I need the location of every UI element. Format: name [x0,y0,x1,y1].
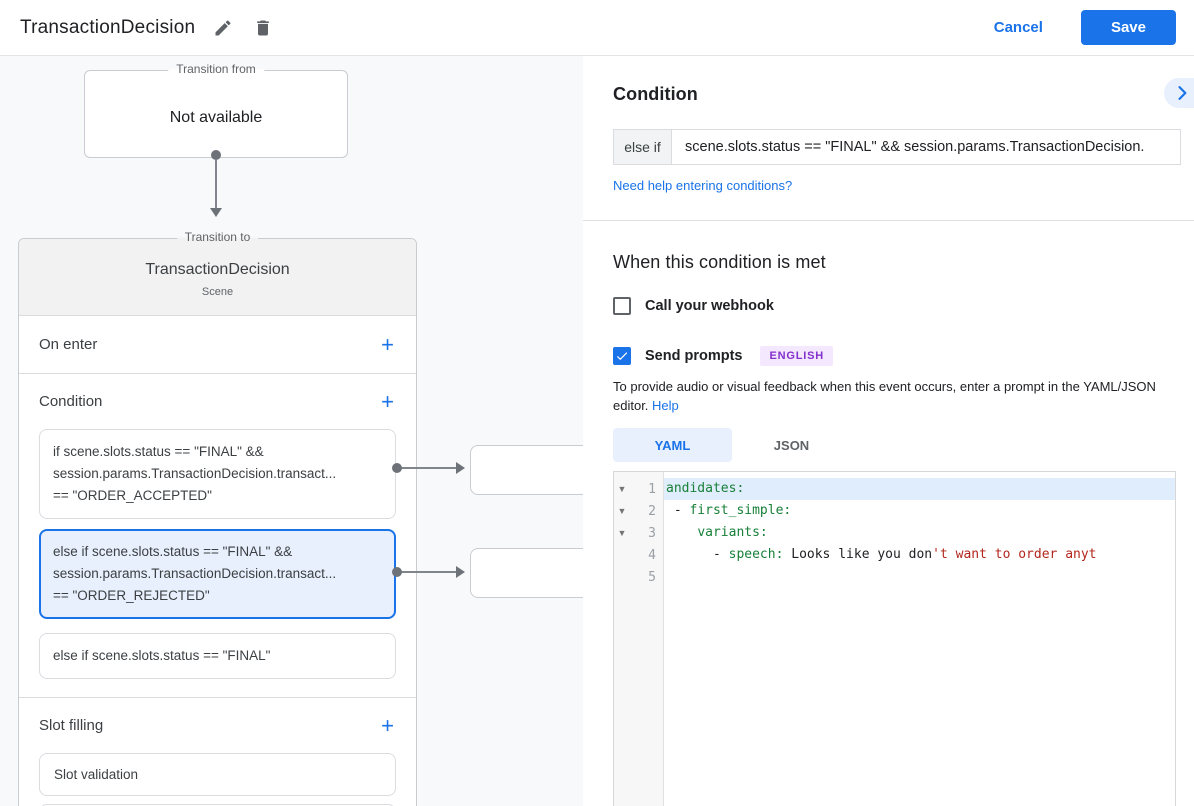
slot-validation-card[interactable]: Slot validation [39,753,396,796]
code-token: - [666,503,690,518]
language-badge: ENGLISH [760,346,833,366]
add-on-enter-button[interactable]: + [381,331,394,357]
fold-arrow-icon[interactable]: ▼ [614,528,630,538]
help-link[interactable]: Help [652,398,679,413]
condition-card-order-rejected[interactable]: else if scene.slots.status == "FINAL" &&… [39,529,396,619]
scene-subtitle: Scene [201,286,234,298]
edit-title-button[interactable] [207,12,239,44]
condition-card-line: session.params.TransactionDecision.trans… [53,466,337,481]
connector-line [400,467,456,469]
code-area[interactable]: andidates: - first_simple: variants: - s… [664,472,1175,806]
fold-arrow-icon[interactable]: ▼ [614,484,630,494]
code-line-2: - first_simple: [664,500,1175,522]
slot-filling-label: Slot filling [39,717,104,734]
trash-icon [253,18,273,38]
chevron-right-icon [1172,83,1192,103]
code-line-1: andidates: [664,478,1175,500]
condition-panel-title: Condition [613,84,698,104]
delete-scene-button[interactable] [247,12,279,44]
pencil-icon [213,18,233,38]
save-button[interactable]: Save [1080,10,1176,45]
line-number: 2 [648,503,656,519]
transition-target-box[interactable] [470,548,583,598]
code-token: variants: [697,525,768,540]
code-line-4: - speech: Looks like you don't want to o… [664,544,1175,566]
condition-card-final[interactable]: else if scene.slots.status == "FINAL" [39,633,396,679]
code-token: Looks like you don [783,547,933,562]
slot-filling-section: Slot filling + Slot validation [19,697,416,806]
condition-section-header: Condition + [19,374,416,429]
connector-line [215,160,217,208]
on-enter-section: On enter + [19,316,416,374]
webhook-row: Call your webhook [613,297,774,315]
condition-input-row: else if [613,129,1181,165]
transition-to-node: Transition to TransactionDecision Scene … [18,230,417,806]
panel-divider [583,220,1194,221]
line-number: 4 [648,547,656,563]
editor-tabs: YAML JSON [613,428,851,462]
scene-title: TransactionDecision [145,261,290,278]
code-token: andidates: [666,481,745,496]
connector-line [400,571,456,573]
condition-card-line: == "ORDER_REJECTED" [53,588,210,603]
condition-card-line: == "ORDER_ACCEPTED" [53,488,212,503]
yaml-code-editor: ▼ 1 ▼ 2 ▼ 3 4 5 [613,471,1176,806]
editor-hint-text: To provide audio or visual feedback when… [613,379,1156,413]
collapse-panel-button[interactable] [1164,78,1194,108]
connector-dot [392,463,402,473]
code-line-5 [664,566,1175,588]
code-token [666,525,697,540]
transition-from-node: Transition from Not available [84,62,348,158]
scene-header: TransactionDecision Scene [19,239,416,316]
condition-detail-panel: Condition else if Need help entering con… [583,56,1194,806]
tab-yaml[interactable]: YAML [613,428,732,462]
editor-gutter: ▼ 1 ▼ 2 ▼ 3 4 5 [614,472,664,806]
when-met-title: When this condition is met [613,252,826,272]
code-token: speech: [728,547,784,562]
code-token: 't want to order anyt [932,547,1097,562]
line-number: 3 [648,525,656,541]
section-padding [19,689,416,697]
else-if-prefix: else if [613,129,671,165]
code-line-3: variants: [664,522,1175,544]
condition-card-line: else if scene.slots.status == "FINAL" [53,648,271,663]
send-prompts-checkbox[interactable] [613,347,631,365]
condition-card-order-accepted[interactable]: if scene.slots.status == "FINAL" && sess… [39,429,396,519]
condition-card-line: else if scene.slots.status == "FINAL" && [53,544,293,559]
tab-json[interactable]: JSON [732,428,851,462]
flow-canvas: Transition from Not available Transition… [0,56,583,806]
on-enter-label: On enter [39,336,98,353]
condition-label: Condition [39,393,103,410]
connector-dot [211,150,221,160]
condition-card-line: session.params.TransactionDecision.trans… [53,566,337,581]
transition-target-box[interactable] [470,445,583,495]
connector-dot [392,567,402,577]
cancel-button[interactable]: Cancel [978,11,1059,44]
conditions-help-link[interactable]: Need help entering conditions? [613,178,793,193]
transition-from-content: Not available [169,109,263,126]
arrow-down-icon [210,208,222,217]
line-number: 1 [648,481,656,497]
page-title: TransactionDecision [20,16,196,38]
arrow-right-icon [456,566,465,578]
editor-hint: To provide audio or visual feedback when… [613,377,1171,415]
line-number: 5 [648,569,656,585]
send-prompts-label: Send prompts [645,348,743,364]
add-slot-button[interactable]: + [381,712,394,738]
arrow-right-icon [456,462,465,474]
call-webhook-checkbox[interactable] [613,297,631,315]
top-bar: TransactionDecision Cancel Save [0,0,1194,56]
checkmark-icon [615,349,629,363]
transition-from-legend: Transition from [168,62,264,76]
condition-card-line: if scene.slots.status == "FINAL" && [53,444,264,459]
call-webhook-label: Call your webhook [645,298,774,314]
add-condition-button[interactable]: + [381,388,394,414]
code-token: - [666,547,729,562]
send-prompts-row: Send prompts ENGLISH [613,346,833,366]
code-token: first_simple: [689,503,792,518]
transition-to-legend: Transition to [176,230,259,244]
condition-expression-input[interactable] [671,129,1181,165]
fold-arrow-icon[interactable]: ▼ [614,506,630,516]
